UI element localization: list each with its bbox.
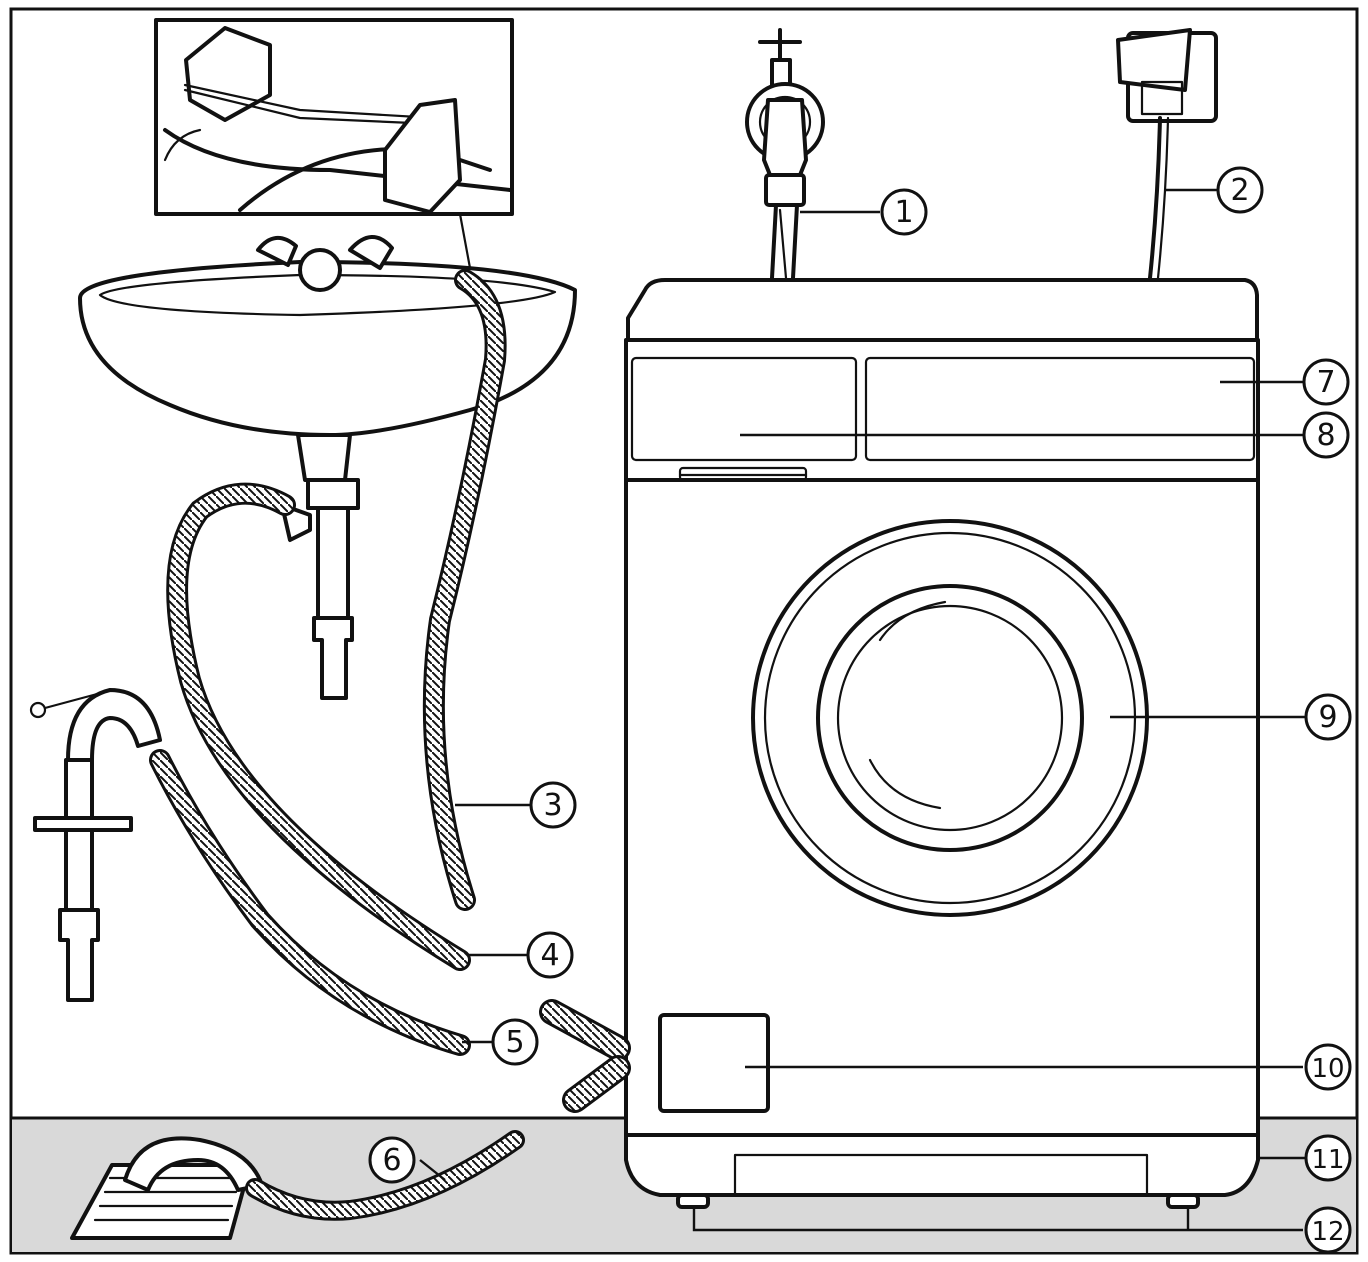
callout-10: 10 <box>1304 1043 1352 1091</box>
water-tap <box>745 28 825 207</box>
callout-4-label: 4 <box>540 938 559 973</box>
callout-11: 11 <box>1304 1134 1352 1182</box>
service-flap <box>658 1013 770 1113</box>
inset-detail-drawing <box>163 26 512 214</box>
standpipe <box>29 688 162 1002</box>
callout-7-label: 7 <box>1316 365 1335 400</box>
callout-12: 12 <box>1304 1206 1352 1254</box>
inlet-hose <box>770 203 799 280</box>
door-glass-highlight-2 <box>868 758 942 810</box>
door-outer-ring <box>751 519 1149 917</box>
washing-machine <box>624 278 1260 1209</box>
kick-plate <box>733 1153 1149 1197</box>
callout-5: 5 <box>491 1018 539 1066</box>
callout-8: 8 <box>1302 411 1350 459</box>
machine-plinth <box>624 1133 1260 1197</box>
callout-2: 2 <box>1216 166 1264 214</box>
inset-pointer <box>458 212 472 270</box>
callout-8-label: 8 <box>1316 418 1335 453</box>
callout-4: 4 <box>526 931 574 979</box>
callout-11-label: 11 <box>1311 1145 1344 1175</box>
callout-9-label: 9 <box>1318 700 1337 735</box>
detergent-drawer <box>630 356 858 462</box>
wash-basin <box>78 235 577 700</box>
callout-2-label: 2 <box>1230 173 1249 208</box>
callout-3-label: 3 <box>543 788 562 823</box>
door-glass-highlight <box>878 600 947 642</box>
callout-10-label: 10 <box>1311 1054 1344 1084</box>
callout-6: 6 <box>368 1136 416 1184</box>
door-glass-frame <box>816 584 1084 852</box>
callout-1-label: 1 <box>894 195 913 230</box>
foot-left <box>676 1193 710 1209</box>
floor-drain <box>70 1136 264 1240</box>
callout-3: 3 <box>529 781 577 829</box>
foot-right <box>1166 1193 1200 1209</box>
callout-5-label: 5 <box>505 1025 524 1060</box>
machine-top <box>626 278 1259 342</box>
callout-1: 1 <box>880 188 928 236</box>
control-panel-area <box>624 338 1260 482</box>
callout-6-label: 6 <box>382 1143 401 1178</box>
door-glass <box>836 604 1064 832</box>
control-panel <box>864 356 1256 462</box>
callout-12-label: 12 <box>1311 1217 1344 1247</box>
leader-lines <box>419 188 1305 1232</box>
power-socket <box>1116 28 1218 123</box>
power-cable <box>1148 116 1162 280</box>
callout-9: 9 <box>1304 693 1352 741</box>
callout-7: 7 <box>1302 358 1350 406</box>
